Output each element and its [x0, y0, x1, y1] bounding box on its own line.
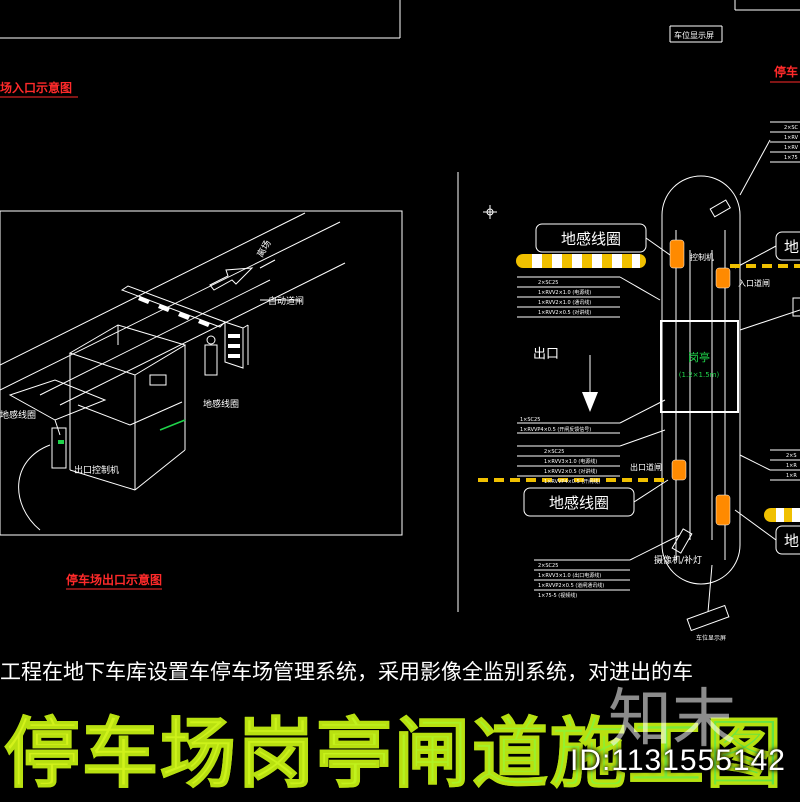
cable-3-line-0: 2×SC25: [544, 449, 564, 455]
top-frames: [0, 0, 800, 43]
controller-label: 控制机: [690, 252, 714, 262]
display-screen-bottom-label: 车位显示屏: [696, 634, 726, 642]
image-id-label: ID:1131555142: [570, 744, 786, 777]
cable-group-right: 2×SC 1×RV 1×RV 1×75: [784, 125, 799, 161]
camera-fill-label: 摄像机/补灯: [654, 554, 702, 566]
entrance-barrier-label: 入口道闸: [738, 278, 770, 288]
cable-group-right-2: 2×S 1×R 1×R: [786, 453, 797, 479]
exit-barrier-label: 出口道闸: [630, 462, 662, 472]
barrier-unit-right-top: [715, 267, 731, 289]
loop-label-top: 地感线圈: [561, 230, 621, 248]
page-title: 停车场岗亭闸道施工图: [4, 692, 784, 802]
exit-controller-label: 出口控制机: [74, 464, 119, 476]
cable-4-line-3: 1×75-5 (视频线): [538, 592, 577, 599]
ground-loop-label-1: 地感线圈: [203, 398, 239, 410]
booth-name: 岗亭: [688, 350, 710, 364]
cable-r-line-2: 1×RV: [784, 145, 799, 151]
cable-1-line-3: 1×RVV2×0.5 (对讲线): [538, 309, 591, 316]
cable-2-line-0: 1×SC25: [520, 417, 540, 423]
cable-r2-line-2: 1×R: [786, 473, 797, 479]
cable-3-line-3: 1×RVVP4×0.5 (开闸线): [544, 478, 600, 485]
logo-watermark: 知末: [608, 683, 736, 757]
display-screen-top-label: 车位显示屏: [674, 30, 714, 40]
cable-4-line-2: 1×RVVP2×0.5 (道闸通讯线): [538, 582, 604, 589]
cable-4-line-0: 2×SC25: [538, 563, 558, 569]
cable-r-line-1: 1×RV: [784, 135, 799, 141]
ground-loop-label-2: 地感线圈: [0, 409, 36, 421]
cable-group-4: 2×SC25 1×RVV3×1.0 (出口电源线) 1×RVVP2×0.5 (道…: [538, 563, 604, 599]
cable-1-line-2: 1×RVV2×1.0 (通讯线): [538, 299, 591, 306]
barrier-arm-top: [516, 254, 646, 268]
booth-size: (1.2×1.5m): [679, 371, 720, 379]
loop-label-right-bottom: 地: [784, 532, 799, 550]
cable-r-line-0: 2×SC: [784, 125, 799, 131]
cable-3-line-1: 1×RVV3×1.0 (电源线): [544, 458, 597, 465]
loop-label-right-top: 地: [784, 238, 799, 256]
exit-diagram-title: 停车场出口示意图: [66, 572, 162, 587]
cable-1-line-1: 1×RVV2×1.0 (电源线): [538, 289, 591, 296]
cable-3-line-2: 1×RVV2×0.5 (对讲线): [544, 468, 597, 475]
project-caption: 工程在地下车库设置车停车场管理系统，采用影像全监别系统，对进出的车: [0, 660, 693, 684]
cable-group-3: 2×SC25 1×RVV3×1.0 (电源线) 1×RVV2×0.5 (对讲线)…: [544, 449, 600, 485]
cable-group-2: 1×SC25 1×RVVP4×0.5 (开闸反馈信号): [520, 417, 591, 433]
booth: [660, 320, 739, 413]
cable-4-line-1: 1×RVV3×1.0 (出口电源线): [538, 572, 601, 579]
right-header-label: 停车: [774, 64, 798, 79]
exit-arrow-head: [582, 392, 598, 412]
cable-r2-line-0: 2×S: [786, 453, 797, 459]
entrance-diagram-title: 场入口示意图: [0, 80, 72, 95]
cable-r2-line-1: 1×R: [786, 463, 797, 469]
barrier-arm-bottom-right: [764, 508, 800, 522]
loop-label-bottom: 地感线圈: [549, 494, 609, 512]
cable-1-line-0: 2×SC25: [538, 280, 558, 286]
controller-unit-top: [669, 239, 685, 269]
barrier-unit-exit: [671, 459, 687, 481]
cable-r-line-3: 1×75: [784, 155, 798, 161]
cable-group-1: 2×SC25 1×RVV2×1.0 (电源线) 1×RVV2×1.0 (通讯线)…: [538, 280, 591, 316]
cable-2-line-1: 1×RVVP4×0.5 (开闸反馈信号): [520, 426, 591, 433]
controller-unit-bottom: [715, 494, 731, 526]
auto-barrier-label: 自动道闸: [268, 295, 304, 307]
right-plan-diagram: [457, 121, 800, 632]
left-exit-diagram: [0, 210, 403, 536]
barrier-stripes-left: [138, 296, 240, 358]
exit-arrow-label: 出口: [533, 347, 559, 362]
